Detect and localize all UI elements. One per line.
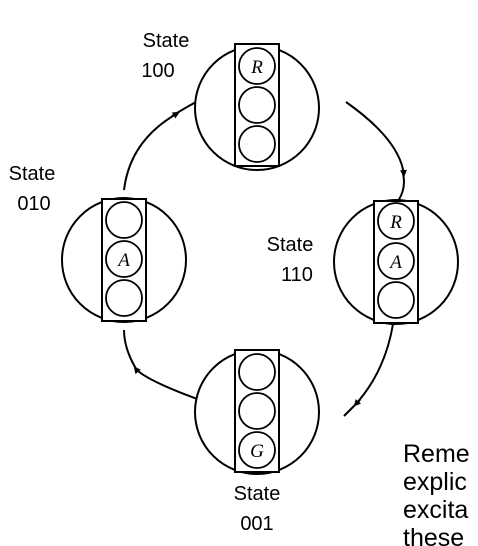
lamp-bottom <box>105 279 143 317</box>
state-001-label-line1: State <box>234 483 281 505</box>
state-010-label-line1: State <box>9 163 56 185</box>
transition-110-to-001 <box>353 323 394 407</box>
transition-100-to-110-tail <box>395 169 405 205</box>
lamp-middle <box>238 86 276 124</box>
lamp-top <box>238 353 276 391</box>
state-110-node: R A <box>333 199 459 325</box>
side-text-block: Reme explic excita these <box>403 440 470 546</box>
lamp-middle-letter: A <box>116 250 130 271</box>
lamp-middle-letter: A <box>388 252 402 273</box>
state-010-node: A <box>61 197 187 323</box>
side-text-line-1: Reme <box>403 440 470 468</box>
lamp-bottom <box>377 281 415 319</box>
transition-010-to-100-tail <box>171 101 197 117</box>
lamp-bottom <box>238 125 276 163</box>
lamp-bottom-letter: G <box>250 441 264 462</box>
lamp-middle <box>105 240 143 278</box>
transition-100-to-110 <box>345 101 407 177</box>
state-010-label-line2: 010 <box>17 193 50 215</box>
side-text-line-2: explic <box>403 468 467 496</box>
state-110-label-line2: 110 <box>281 264 313 286</box>
lamp-middle <box>377 242 415 280</box>
side-text-line-4: these <box>403 524 464 546</box>
lamp-top <box>105 201 143 239</box>
transition-010-to-100 <box>123 112 180 191</box>
transitions <box>123 101 407 417</box>
lamp-top-letter: R <box>250 57 263 78</box>
lamp-top <box>377 202 415 240</box>
transition-001-to-010-tail <box>123 329 139 373</box>
side-text-line-3: excita <box>403 496 468 524</box>
state-100-node: R <box>194 43 320 171</box>
state-001-node: G <box>194 349 320 475</box>
transition-110-to-001-tail <box>343 399 361 417</box>
transition-001-to-010 <box>133 366 201 401</box>
lamp-top-letter: R <box>389 212 402 233</box>
state-100-label-line2: 100 <box>141 60 174 82</box>
state-110-label-line1: State <box>267 234 314 256</box>
state-001-label-line2: 001 <box>240 513 273 535</box>
lamp-top <box>238 47 276 85</box>
state-100-label-line1: State <box>143 30 190 52</box>
lamp-bottom <box>238 431 276 469</box>
lamp-middle <box>238 392 276 430</box>
